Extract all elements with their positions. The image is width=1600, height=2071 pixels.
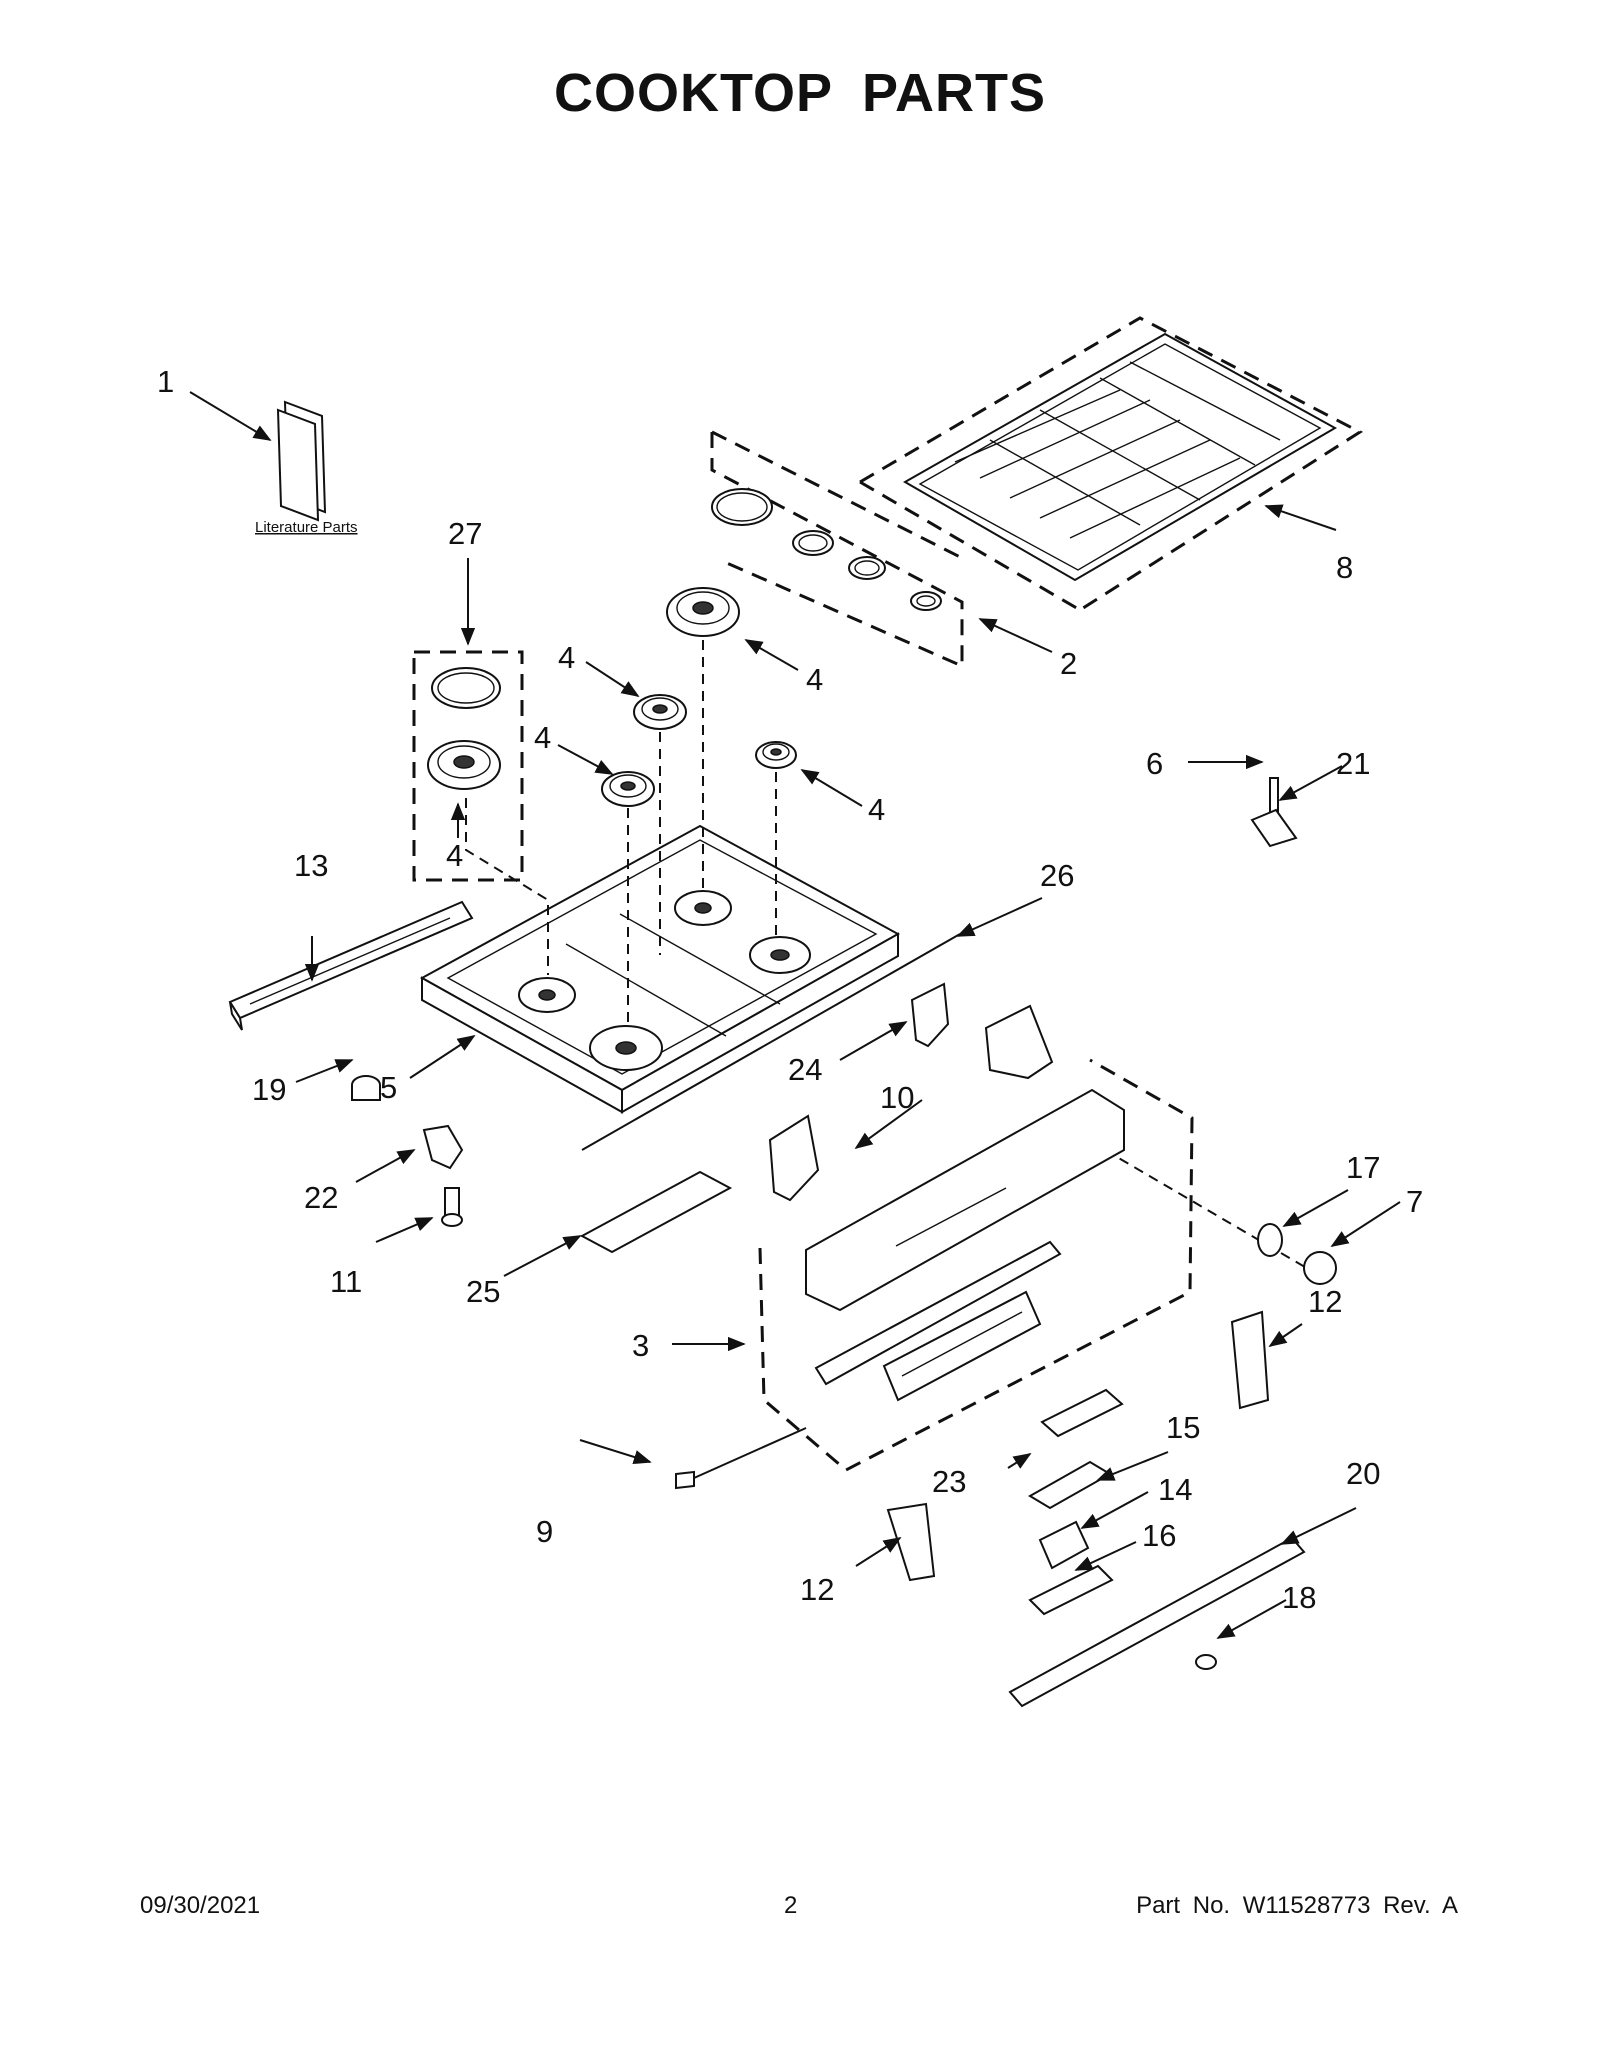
callout-24: 24 bbox=[788, 1052, 822, 1087]
knob-and-lower-parts bbox=[675, 777, 1337, 1708]
callout-5: 5 bbox=[380, 1070, 397, 1105]
callout-21: 21 bbox=[1336, 746, 1370, 781]
callout-4-b: 4 bbox=[806, 662, 823, 697]
small-parts bbox=[351, 933, 961, 1254]
control-panel-part bbox=[758, 1058, 1194, 1472]
burner-kit-part bbox=[412, 650, 524, 882]
footer-part-number: Part No. W11528773 Rev. A bbox=[1136, 1892, 1458, 1919]
grates-part bbox=[859, 316, 1364, 612]
burner-heads-part bbox=[601, 587, 797, 807]
callout-16: 16 bbox=[1142, 1518, 1176, 1553]
callout-19: 19 bbox=[252, 1072, 286, 1107]
callout-4-e: 4 bbox=[446, 838, 463, 873]
callout-1: 1 bbox=[157, 364, 174, 399]
callout-2: 2 bbox=[1060, 646, 1077, 681]
callout-26: 26 bbox=[1040, 858, 1074, 893]
callout-12-b: 12 bbox=[800, 1572, 834, 1607]
callout-7: 7 bbox=[1406, 1184, 1423, 1219]
callout-4-a: 4 bbox=[558, 640, 575, 675]
side-trim-part bbox=[228, 900, 474, 1031]
callout-22: 22 bbox=[304, 1180, 338, 1215]
callout-11: 11 bbox=[330, 1264, 362, 1299]
callout-18: 18 bbox=[1282, 1580, 1316, 1615]
callout-20: 20 bbox=[1346, 1456, 1380, 1491]
callout-23: 23 bbox=[932, 1464, 966, 1499]
callout-10: 10 bbox=[880, 1080, 914, 1115]
callout-6: 6 bbox=[1146, 746, 1163, 781]
callout-9: 9 bbox=[536, 1514, 553, 1549]
burner-caps-part bbox=[710, 430, 964, 669]
callout-14: 14 bbox=[1158, 1472, 1192, 1507]
literature-parts-label: Literature Parts bbox=[255, 519, 358, 536]
page-title: COOKTOP PARTS bbox=[553, 63, 1047, 123]
brackets-part bbox=[768, 982, 1054, 1202]
callout-4-d: 4 bbox=[868, 792, 885, 827]
callout-arrows bbox=[189, 391, 1401, 1639]
callout-8: 8 bbox=[1336, 550, 1353, 585]
footer-page-number: 2 bbox=[784, 1892, 798, 1919]
callout-3: 3 bbox=[632, 1328, 649, 1363]
footer-date: 09/30/2021 bbox=[140, 1892, 261, 1919]
callout-27: 27 bbox=[448, 516, 482, 551]
alignment-lines bbox=[465, 640, 1311, 1271]
cooktop-top-part bbox=[419, 824, 901, 1114]
callout-17: 17 bbox=[1346, 1150, 1380, 1185]
callout-15: 15 bbox=[1166, 1410, 1200, 1445]
callout-labels: 1 2 3 4 4 4 4 4 5 6 7 8 9 10 11 12 12 13… bbox=[157, 364, 1423, 1615]
callout-13: 13 bbox=[294, 848, 328, 883]
callout-4-c: 4 bbox=[534, 720, 551, 755]
literature-booklet-part bbox=[276, 400, 327, 522]
callout-12-a: 12 bbox=[1308, 1284, 1342, 1319]
callout-25: 25 bbox=[466, 1274, 500, 1309]
